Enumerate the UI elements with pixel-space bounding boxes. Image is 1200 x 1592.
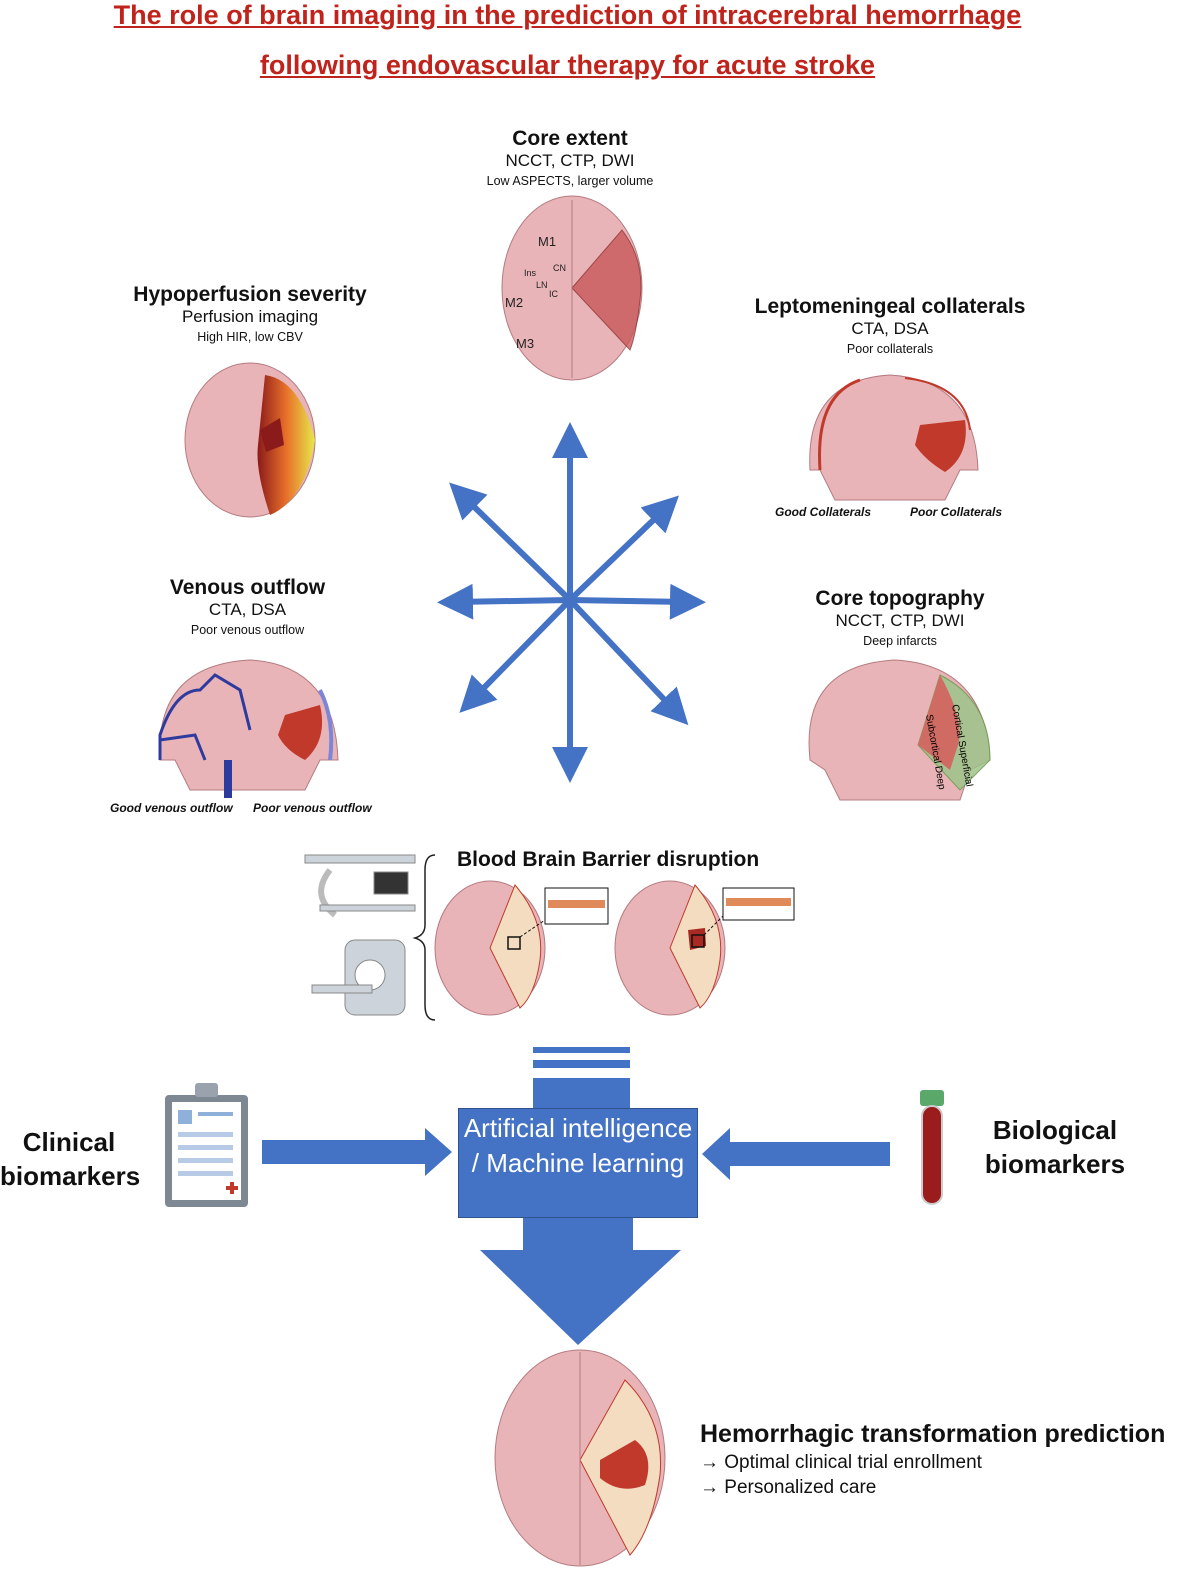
core-extent-heading: Core extent [512, 127, 628, 150]
arrow-lower-right [567, 597, 689, 726]
hypoperfusion-finding: High HIR, low CBV [197, 330, 303, 344]
top-bar-3 [533, 1078, 630, 1108]
collaterals-modalities: CTA, DSA [851, 319, 929, 338]
venous-heading: Venous outflow [169, 576, 326, 599]
clinical-biomarkers-label: Clinical biomarkers [0, 1127, 141, 1191]
venous-modalities: CTA, DSA [208, 600, 287, 619]
good-venous-caption: Good venous outflow [110, 801, 233, 815]
title-line-1: The role of brain imaging in the predict… [113, 0, 1022, 30]
region-m1: M1 [538, 234, 556, 249]
core-extent-brain [501, 195, 643, 381]
good-collaterals-caption: Good Collaterals [775, 505, 872, 519]
collaterals-brain [809, 374, 979, 501]
imaging-equipment-icon [304, 854, 416, 1016]
arrow-lower-left [459, 597, 573, 713]
blood-tube-icon [920, 1090, 944, 1205]
poor-venous-caption: Poor venous outflow [253, 801, 372, 815]
topography-brain: Subcortical Deep Cortical Superficial [808, 659, 991, 801]
clinical-arrow [262, 1128, 452, 1176]
collaterals-finding: Poor collaterals [846, 342, 934, 356]
region-ins: Ins [524, 268, 537, 278]
biological-arrow [702, 1128, 890, 1180]
biological-biomarkers-label: Biological biomarkers [984, 1115, 1126, 1179]
topography-finding: Deep infarcts [863, 634, 937, 648]
ai-arrows [262, 1047, 890, 1345]
core-extent-text: Core extent NCCT, CTP, DWI Low ASPECTS, … [470, 127, 670, 188]
outcome-heading: Hemorrhagic transformation prediction [700, 1420, 1166, 1448]
bbb-heading: Blood Brain Barrier disruption [457, 848, 760, 871]
region-ln: LN [536, 280, 548, 290]
region-cn: CN [553, 263, 566, 273]
title-line-2: following endovascular therapy for acute… [259, 50, 876, 80]
arrow-upper-left [449, 482, 573, 603]
venous-brain [158, 659, 339, 798]
core-extent-finding: Low ASPECTS, larger volume [486, 174, 654, 188]
venous-finding: Poor venous outflow [190, 623, 305, 637]
collaterals-text: Leptomeningeal collaterals CTA, DSA Poor… [740, 295, 1040, 356]
outcome-text: Hemorrhagic transformation prediction → … [700, 1420, 1165, 1499]
bracket [412, 854, 436, 1021]
topography-heading: Core topography [815, 587, 985, 610]
venous-text: Venous outflow CTA, DSA Poor venous outf… [130, 576, 365, 637]
ai-box: Artificial intelligence / Machine learni… [458, 1108, 698, 1218]
top-bar-2 [533, 1060, 630, 1068]
bbb-brain-2 [614, 880, 795, 1016]
core-extent-modalities: NCCT, CTP, DWI [505, 151, 635, 170]
arrow-left [437, 583, 571, 620]
arrow-upper-right [567, 495, 679, 603]
hypoperfusion-heading: Hypoperfusion severity [133, 283, 367, 306]
outcome-brain [494, 1349, 666, 1567]
output-arrow [480, 1218, 681, 1345]
star-arrows [437, 422, 706, 783]
region-m2: M2 [505, 295, 523, 310]
top-bar-1 [533, 1047, 630, 1053]
collaterals-heading: Leptomeningeal collaterals [754, 295, 1026, 318]
outcome-item: → Personalized care [700, 1477, 877, 1498]
outcome-item: → Optimal clinical trial enrollment [700, 1452, 982, 1473]
hypoperfusion-modalities: Perfusion imaging [181, 307, 319, 326]
region-m3: M3 [516, 336, 534, 351]
hypoperfusion-text: Hypoperfusion severity Perfusion imaging… [110, 283, 390, 344]
bbb-brain-1 [434, 880, 609, 1016]
region-ic: IC [549, 289, 559, 299]
arrow-right-icon: → [700, 1477, 725, 1498]
poor-collaterals-caption: Poor Collaterals [910, 505, 1003, 519]
arrow-right [569, 583, 706, 620]
topography-text: Core topography NCCT, CTP, DWI Deep infa… [790, 587, 1010, 648]
arrow-right-icon: → [700, 1452, 725, 1473]
hypoperfusion-brain [184, 362, 316, 518]
clipboard-icon [165, 1083, 248, 1207]
topography-modalities: NCCT, CTP, DWI [835, 611, 965, 630]
